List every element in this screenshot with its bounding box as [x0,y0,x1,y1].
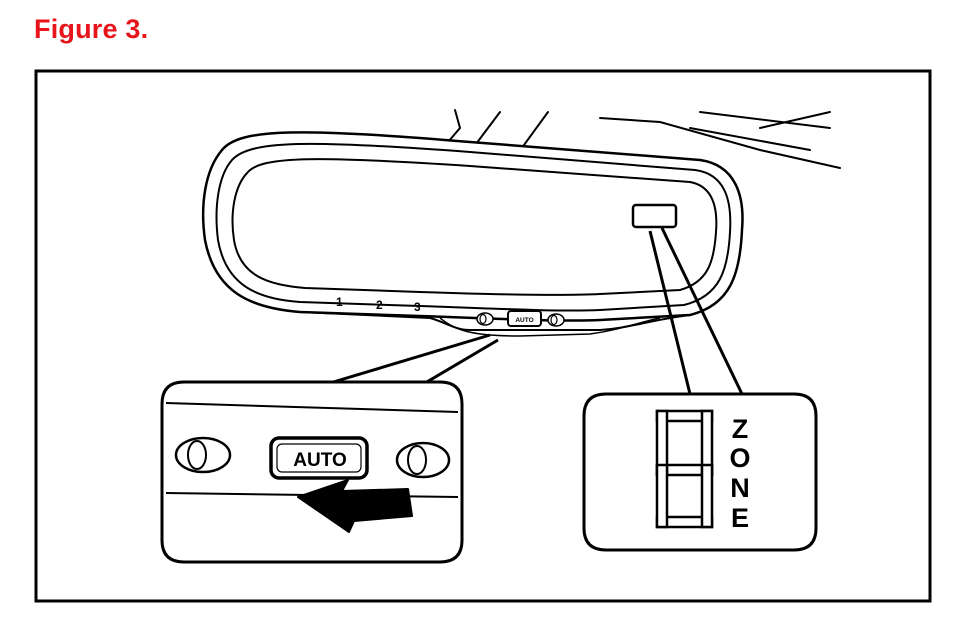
zone-letter-e: E [731,503,749,533]
figure-frame [34,69,932,603]
zone-number-2: 2 [376,298,383,312]
zone-letter-o: O [729,443,750,473]
zone-number-3: 3 [414,300,421,314]
zone-letter-z: Z [732,414,749,444]
mirror-housing-edge [439,317,661,337]
auto-button[interactable]: AUTO [269,436,369,480]
zone-display-window [631,203,678,229]
mirror-mount [447,109,841,169]
small-auto-button[interactable]: AUTO [507,310,542,327]
indicator-icon [174,436,232,474]
mirror-body-middle [215,142,732,312]
seven-segment-digit [655,409,714,529]
display-callout-leader [648,227,744,395]
indicator-icon [395,441,451,479]
mirror-glass [231,158,718,296]
figure-title: Figure 3. [34,14,149,44]
zone-letter-n: N [730,473,750,503]
button-callout-leader [329,333,499,388]
auto-button-label: AUTO [293,450,346,471]
small-auto-label: AUTO [515,317,533,324]
arrow-icon [297,479,413,533]
indicator-icon [476,312,494,326]
mirror-lower-housing [299,311,691,331]
indicator-icon [547,313,565,327]
zone-number-1: 1 [336,295,343,309]
